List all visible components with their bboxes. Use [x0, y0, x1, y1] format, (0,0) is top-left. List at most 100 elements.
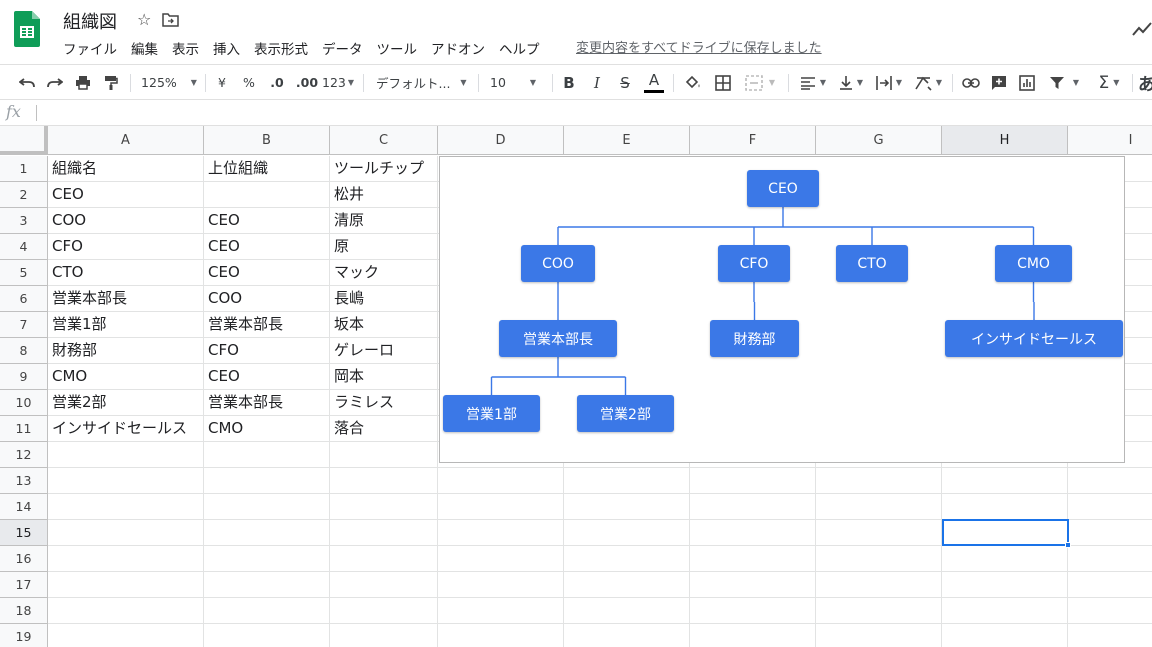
cell[interactable] — [690, 598, 816, 624]
row-header[interactable]: 1 — [0, 156, 48, 182]
cell[interactable]: CEO — [204, 364, 330, 390]
cell[interactable] — [942, 494, 1068, 520]
cell[interactable] — [564, 572, 690, 598]
cell[interactable] — [816, 520, 942, 546]
org-node-cfo[interactable]: CFO — [718, 245, 790, 282]
cell[interactable] — [690, 520, 816, 546]
cell[interactable] — [816, 624, 942, 647]
cell[interactable] — [438, 520, 564, 546]
cell[interactable]: CTO — [48, 260, 204, 286]
row-header[interactable]: 16 — [0, 546, 48, 572]
row-header[interactable]: 8 — [0, 338, 48, 364]
cell[interactable]: CMO — [48, 364, 204, 390]
cell[interactable]: CEO — [204, 260, 330, 286]
decrease-decimal-button[interactable]: .0 — [270, 75, 284, 90]
cell[interactable] — [1068, 442, 1152, 468]
menu-item[interactable]: 挿入 — [213, 42, 240, 58]
text-wrap-icon[interactable]: ▼ — [872, 65, 906, 100]
cell[interactable]: 坂本 — [330, 312, 438, 338]
org-node-sales2[interactable]: 営業2部 — [577, 395, 674, 432]
menu-item[interactable]: アドオン — [431, 42, 485, 58]
cell[interactable] — [204, 546, 330, 572]
org-node-sales-hq[interactable]: 営業本部長 — [499, 320, 617, 357]
input-tools-button[interactable]: あ — [1138, 75, 1152, 95]
column-header[interactable]: F — [690, 126, 816, 155]
cell[interactable]: COO — [48, 208, 204, 234]
text-color-button[interactable]: A — [643, 65, 665, 100]
cell[interactable] — [48, 598, 204, 624]
row-header[interactable]: 10 — [0, 390, 48, 416]
cell[interactable]: CFO — [48, 234, 204, 260]
italic-button[interactable]: I — [594, 73, 600, 92]
cell[interactable] — [564, 624, 690, 647]
cell[interactable] — [204, 442, 330, 468]
cell[interactable]: 清原 — [330, 208, 438, 234]
cell[interactable] — [942, 572, 1068, 598]
org-node-inside-sales[interactable]: インサイドセールス — [945, 320, 1123, 357]
row-header[interactable]: 12 — [0, 442, 48, 468]
row-header[interactable]: 9 — [0, 364, 48, 390]
cell[interactable]: 営業本部長 — [48, 286, 204, 312]
cell[interactable] — [816, 572, 942, 598]
cell[interactable] — [204, 494, 330, 520]
cell[interactable] — [330, 598, 438, 624]
cell[interactable] — [1068, 468, 1152, 494]
cell[interactable]: 松井 — [330, 182, 438, 208]
cell[interactable]: インサイドセールス — [48, 416, 204, 442]
cell[interactable] — [816, 494, 942, 520]
currency-format-button[interactable]: ¥ — [218, 75, 226, 90]
vertical-align-icon[interactable]: ▼ — [834, 65, 868, 100]
cell[interactable] — [204, 572, 330, 598]
cell[interactable]: 落合 — [330, 416, 438, 442]
column-header[interactable]: I — [1068, 126, 1152, 155]
cell[interactable] — [816, 598, 942, 624]
cell[interactable] — [438, 624, 564, 647]
column-header[interactable]: G — [816, 126, 942, 155]
cell[interactable] — [204, 520, 330, 546]
more-formats-button[interactable]: 123▼ — [322, 65, 354, 100]
cell[interactable]: 原 — [330, 234, 438, 260]
row-header[interactable]: 17 — [0, 572, 48, 598]
cell[interactable] — [942, 598, 1068, 624]
menu-item[interactable]: ヘルプ — [499, 42, 540, 58]
cell[interactable] — [690, 572, 816, 598]
cell[interactable]: 組織名 — [48, 156, 204, 182]
menu-item[interactable]: 表示形式 — [254, 42, 308, 58]
cell[interactable]: 上位組織 — [204, 156, 330, 182]
sheets-logo-icon[interactable] — [14, 11, 40, 47]
cell[interactable] — [438, 546, 564, 572]
cell[interactable]: ツールチップ — [330, 156, 438, 182]
cell[interactable] — [564, 520, 690, 546]
cell[interactable] — [204, 182, 330, 208]
cell[interactable] — [204, 598, 330, 624]
fill-handle[interactable] — [1065, 542, 1071, 548]
org-node-sales1[interactable]: 営業1部 — [443, 395, 540, 432]
cell[interactable]: 岡本 — [330, 364, 438, 390]
row-header[interactable]: 4 — [0, 234, 48, 260]
undo-icon[interactable] — [16, 65, 38, 100]
strikethrough-button[interactable]: S — [620, 73, 630, 92]
cell[interactable] — [438, 494, 564, 520]
org-node-ceo[interactable]: CEO — [747, 170, 819, 207]
row-header[interactable]: 3 — [0, 208, 48, 234]
row-header[interactable]: 15 — [0, 520, 48, 546]
save-status[interactable]: 変更内容をすべてドライブに保存しました — [576, 41, 822, 56]
column-header[interactable]: H — [942, 126, 1068, 155]
cell[interactable] — [564, 494, 690, 520]
column-header[interactable]: C — [330, 126, 438, 155]
cell[interactable] — [438, 468, 564, 494]
cell[interactable] — [48, 494, 204, 520]
cell[interactable]: 営業2部 — [48, 390, 204, 416]
cell[interactable]: CMO — [204, 416, 330, 442]
filter-icon[interactable]: ▼ — [1044, 65, 1084, 100]
move-to-folder-icon[interactable] — [162, 12, 179, 27]
cell[interactable] — [690, 624, 816, 647]
select-all-corner[interactable] — [0, 126, 48, 155]
cell[interactable] — [1068, 572, 1152, 598]
cell[interactable] — [330, 468, 438, 494]
cell[interactable] — [942, 546, 1068, 572]
cell[interactable] — [330, 520, 438, 546]
cell[interactable] — [942, 520, 1068, 546]
merge-cells-icon[interactable]: ▼ — [740, 65, 780, 100]
